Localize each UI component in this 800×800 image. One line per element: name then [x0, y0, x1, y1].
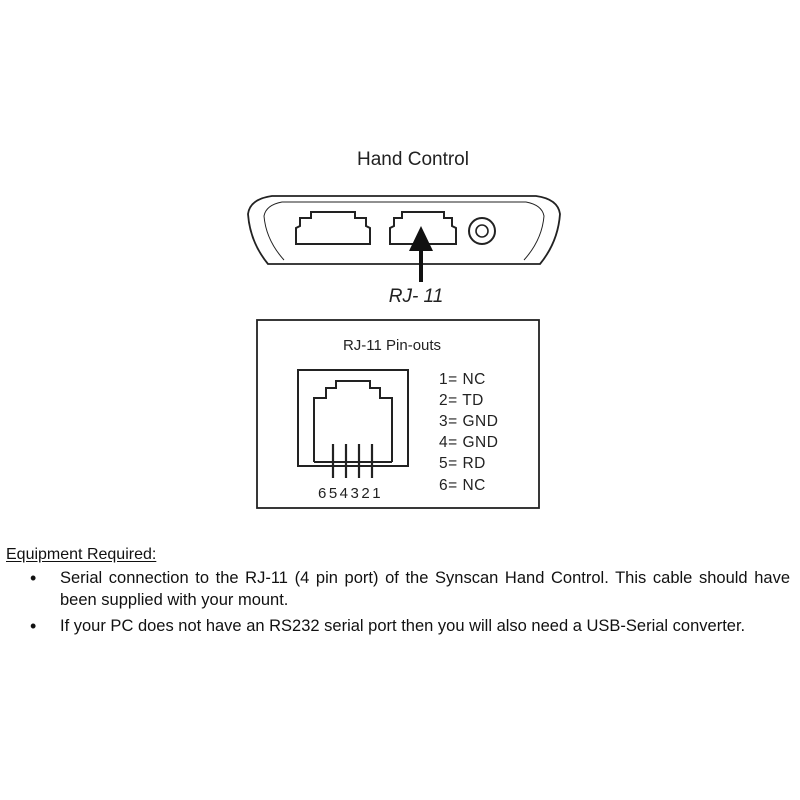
pin-legend-item: 3= GND [439, 413, 498, 430]
pin-legend: 1= NC 2= TD 3= GND 4= GND 5= RD 6= NC [439, 371, 498, 494]
rj11-port-icon [389, 211, 457, 245]
pinout-box-title: RJ-11 Pin-outs [343, 337, 441, 354]
equipment-list: Serial connection to the RJ-11 (4 pin po… [30, 567, 790, 641]
equipment-heading: Equipment Required: [6, 546, 157, 563]
hand-control-housing [247, 195, 561, 265]
pin-legend-item: 6= NC [439, 477, 486, 494]
dc-power-jack-icon [468, 217, 496, 245]
equipment-item: Serial connection to the RJ-11 (4 pin po… [30, 567, 790, 611]
pin-legend-item: 5= RD [439, 455, 486, 472]
equipment-item: If your PC does not have an RS232 serial… [30, 615, 790, 637]
rj45-port-icon [295, 211, 371, 245]
pin-legend-item: 2= TD [439, 392, 484, 409]
hand-control-title: Hand Control [357, 149, 469, 170]
rj11-callout-label: RJ- 11 [389, 286, 444, 307]
hand-control-diagram: Hand Control RJ- 11 RJ-11 Pin-outs 65432… [247, 149, 561, 509]
pinout-box [256, 319, 540, 509]
pin-legend-item: 1= NC [439, 371, 486, 388]
arrow-up-icon [409, 226, 433, 282]
rj11-socket-icon [297, 369, 409, 478]
pin-number-row: 654321 [318, 485, 383, 502]
pin-legend-item: 4= GND [439, 434, 498, 451]
